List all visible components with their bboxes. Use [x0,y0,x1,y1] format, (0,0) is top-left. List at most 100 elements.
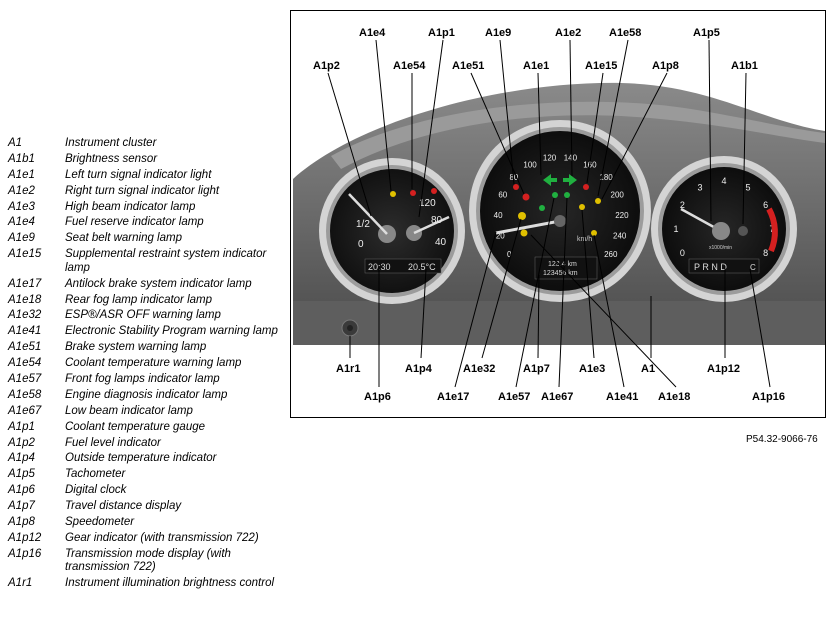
legend-code: A1e32 [8,309,42,322]
high-beam-lamp [579,204,585,210]
callout-a1p7: A1p7 [523,363,550,375]
legend-description: Fuel level indicator [65,436,161,449]
legend-description: Right turn signal indicator light [65,184,220,197]
legend-description: Supplemental restraint system indicator … [65,248,267,274]
callout-a1e3: A1e3 [579,363,605,375]
speedometer-tick-label: 140 [564,154,578,163]
legend-code: A1p12 [8,531,42,544]
coolant-hot-mark [431,188,437,194]
legend-code: A1e41 [8,325,42,338]
tachometer-tick-label: 5 [745,182,750,192]
legend-row: A1e67 Low beam indicator lamp [8,405,278,419]
tachometer-redline [766,207,778,253]
brake-warning-lamp [522,193,530,201]
reference-code: P54.32-9066-76 [746,434,818,445]
legend-description: ESP®/ASR OFF warning lamp [65,309,221,322]
coolant-warning-lamp [410,190,416,196]
coolant-120-label: 120 [419,198,436,209]
legend-code: A1p6 [8,484,35,497]
callout-a1e54: A1e54 [393,60,426,72]
callout-labels: A1e4 A1p1 A1e9 A1e2 A1e58 A1p5 A1p2 A1e5… [313,27,785,403]
legend-row: A1p12 Gear indicator (with transmission 7… [8,532,278,546]
tachometer-tick-label: 4 [721,176,726,186]
low-beam-lamp [564,192,570,198]
callout-a1p1: A1p1 [428,27,455,39]
callout-a1r1: A1r1 [336,363,360,375]
legend-row: A1p6 Digital clock [8,484,278,498]
odometer-display: 123456 km [543,270,578,277]
legend-description: Brake system warning lamp [65,341,207,354]
callout-a1e18: A1e18 [658,391,690,403]
speedometer-tick-label: 240 [613,232,627,241]
coolant-40-label: 40 [435,237,447,248]
legend-code: A1p4 [8,452,35,465]
speedometer-tick-label: 40 [494,211,503,220]
callout-a1p2: A1p2 [313,60,340,72]
gear-indicator: P R N D [694,262,727,272]
legend-code: A1e9 [8,232,35,245]
legend-description: Speedometer [65,515,135,528]
legend-code: A1b1 [8,152,35,165]
legend-description: Front fog lamps indicator lamp [65,372,220,385]
left-turn-signal-icon [543,174,557,186]
legend-description: Coolant temperature warning lamp [65,357,242,370]
outside-temp-display: 20.5°C [408,262,436,272]
legend-code: A1p2 [8,436,35,449]
coolant-80-label: 80 [431,215,443,226]
legend-description: Coolant temperature gauge [65,420,206,433]
legend-description: Engine diagnosis indicator lamp [65,388,228,401]
callout-a1e41: A1e41 [606,391,638,403]
legend-description: Transmission mode display (with transmis… [65,547,231,574]
callout-a1e1: A1e1 [523,60,549,72]
legend-description: Instrument illumination brightness contr… [65,577,275,590]
engine-diagnosis-lamp [595,198,601,204]
legend-row: A1 Instrument cluster [8,137,278,151]
tachometer-tick-label: 6 [763,200,768,210]
legend-description: Instrument cluster [65,137,157,149]
trip-display: 123.4 km [548,261,577,268]
callout-a1e9: A1e9 [485,27,511,39]
legend-description: Outside temperature indicator [65,452,217,465]
legend-code: A1e1 [8,168,35,181]
legend-code: A1e57 [8,372,42,385]
leader-lines [327,39,771,388]
legend-description: Travel distance display [65,500,182,513]
legend-code: A1e15 [8,248,42,261]
legend-code: A1e67 [8,404,42,417]
callout-a1e67: A1e67 [541,391,573,403]
legend-description: Left turn signal indicator light [65,168,212,181]
esp-asr-off-lamp [518,212,526,220]
right-turn-signal-icon [563,174,577,186]
callout-a1b1: A1b1 [731,60,758,72]
legend-code: A1e4 [8,216,35,229]
legend-description: Low beam indicator lamp [65,404,193,417]
legend-code: A1 [8,137,23,149]
callout-a1e58: A1e58 [609,27,641,39]
legend-code: A1e3 [8,200,35,213]
transmission-mode-display: C [750,263,756,272]
abs-lamp [539,205,545,211]
fuel-reserve-lamp [390,191,396,197]
legend-code: A1e18 [8,293,42,306]
speedometer-tick-label: 120 [543,154,557,163]
tachometer-tick-label: 2 [680,200,685,210]
legend-description: Digital clock [65,484,127,497]
callout-a1p4: A1p4 [405,363,433,375]
callout-a1e57: A1e57 [498,391,530,403]
fuel-half-label: 1/2 [356,219,370,230]
fuel-zero-label: 0 [358,239,364,250]
legend-description: Gear indicator (with transmission 722) [65,531,259,544]
legend-row: A1e1 Left turn signal indicator light [8,169,278,183]
